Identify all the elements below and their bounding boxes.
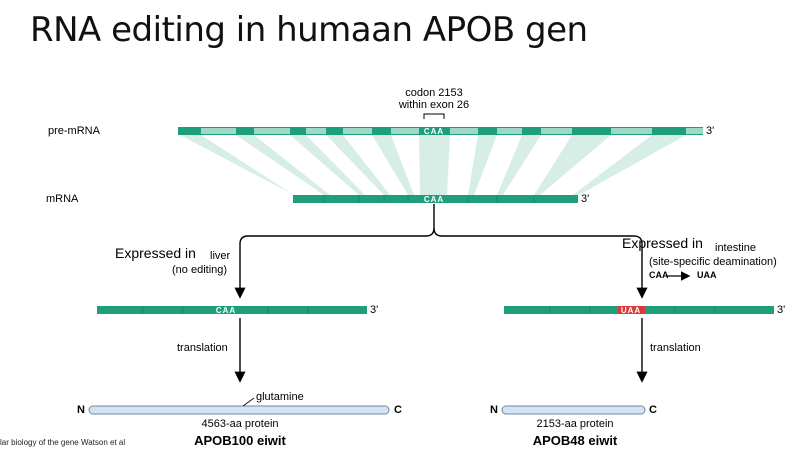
pre-mrna-exons: [178, 127, 703, 135]
caa-codon-label: CAA: [424, 195, 444, 204]
branch-connector: [234, 204, 648, 299]
intron-6: [450, 128, 478, 134]
apob100-name: APOB100 eiwit: [194, 433, 286, 448]
splice-fan: [180, 135, 686, 195]
codon-change-to: UAA: [697, 270, 717, 280]
edited-codon-highlight: [618, 306, 645, 314]
apob48-n-terminus: N: [490, 404, 498, 416]
apob48-c-terminus: C: [649, 404, 657, 416]
codon-label: codon 2153 within exon 26: [388, 87, 480, 111]
intron-1: [201, 128, 236, 134]
intron-4: [343, 128, 372, 134]
pre-mrna-3prime: 3': [706, 125, 715, 137]
intron-7: [497, 128, 522, 134]
left-expressed-in: Expressed in: [115, 245, 196, 261]
intron-2: [254, 128, 290, 134]
apob100-c-terminus: C: [394, 404, 402, 416]
apob100-length: 4563-aa protein: [201, 418, 279, 430]
apob100-n-terminus: N: [77, 404, 85, 416]
deamination-note: (site-specific deamination): [649, 256, 777, 268]
slide-title: RNA editing in humaan APOB gen: [30, 10, 588, 50]
intestine-mrna-strand: UAA: [504, 306, 774, 315]
no-editing-note: (no editing): [172, 264, 228, 276]
pre-mrna-label: pre-mRNA: [48, 125, 100, 137]
pre-mrna-strand: CAA: [178, 127, 703, 136]
intestine-label: intestine: [715, 242, 756, 254]
intron-3: [306, 128, 326, 134]
intron-10: [686, 128, 703, 134]
codon-bracket: [423, 113, 445, 119]
mrna-3prime: 3': [581, 193, 590, 205]
apob48-protein-bar: [501, 405, 646, 415]
codon-number: codon 2153: [405, 87, 463, 99]
liver-mrna-3prime: 3': [370, 304, 379, 316]
right-translation-label: translation: [650, 342, 701, 354]
uaa-codon-label: UAA: [621, 306, 641, 315]
liver-mrna-bar: [97, 306, 367, 314]
apob100-protein-bar: [88, 405, 390, 415]
intron-8: [541, 128, 572, 134]
apob48-name: APOB48 eiwit: [532, 433, 618, 448]
codon-change-from: CAA: [649, 270, 669, 280]
left-translation-label: translation: [177, 342, 228, 354]
intron-5: [391, 128, 419, 134]
mrna-strand: CAA: [293, 195, 578, 204]
intron-9: [611, 128, 652, 134]
caa-codon-label: CAA: [424, 127, 444, 136]
mrna-label: mRNA: [46, 193, 79, 205]
liver-label: liver: [210, 250, 231, 262]
right-expressed-in: Expressed in: [622, 235, 703, 251]
glutamine-pointer: [242, 397, 255, 407]
liver-mrna-strand: CAA: [97, 306, 367, 315]
mrna-bar: [293, 195, 578, 203]
glutamine-label: glutamine: [256, 391, 304, 403]
liver-caa-label: CAA: [216, 306, 236, 315]
apob48-length: 2153-aa protein: [536, 418, 614, 430]
source-citation: lar biology of the gene Watson et al: [0, 438, 126, 447]
codon-exon: within exon 26: [398, 99, 470, 111]
intestine-mrna-3prime: 3': [777, 304, 786, 316]
